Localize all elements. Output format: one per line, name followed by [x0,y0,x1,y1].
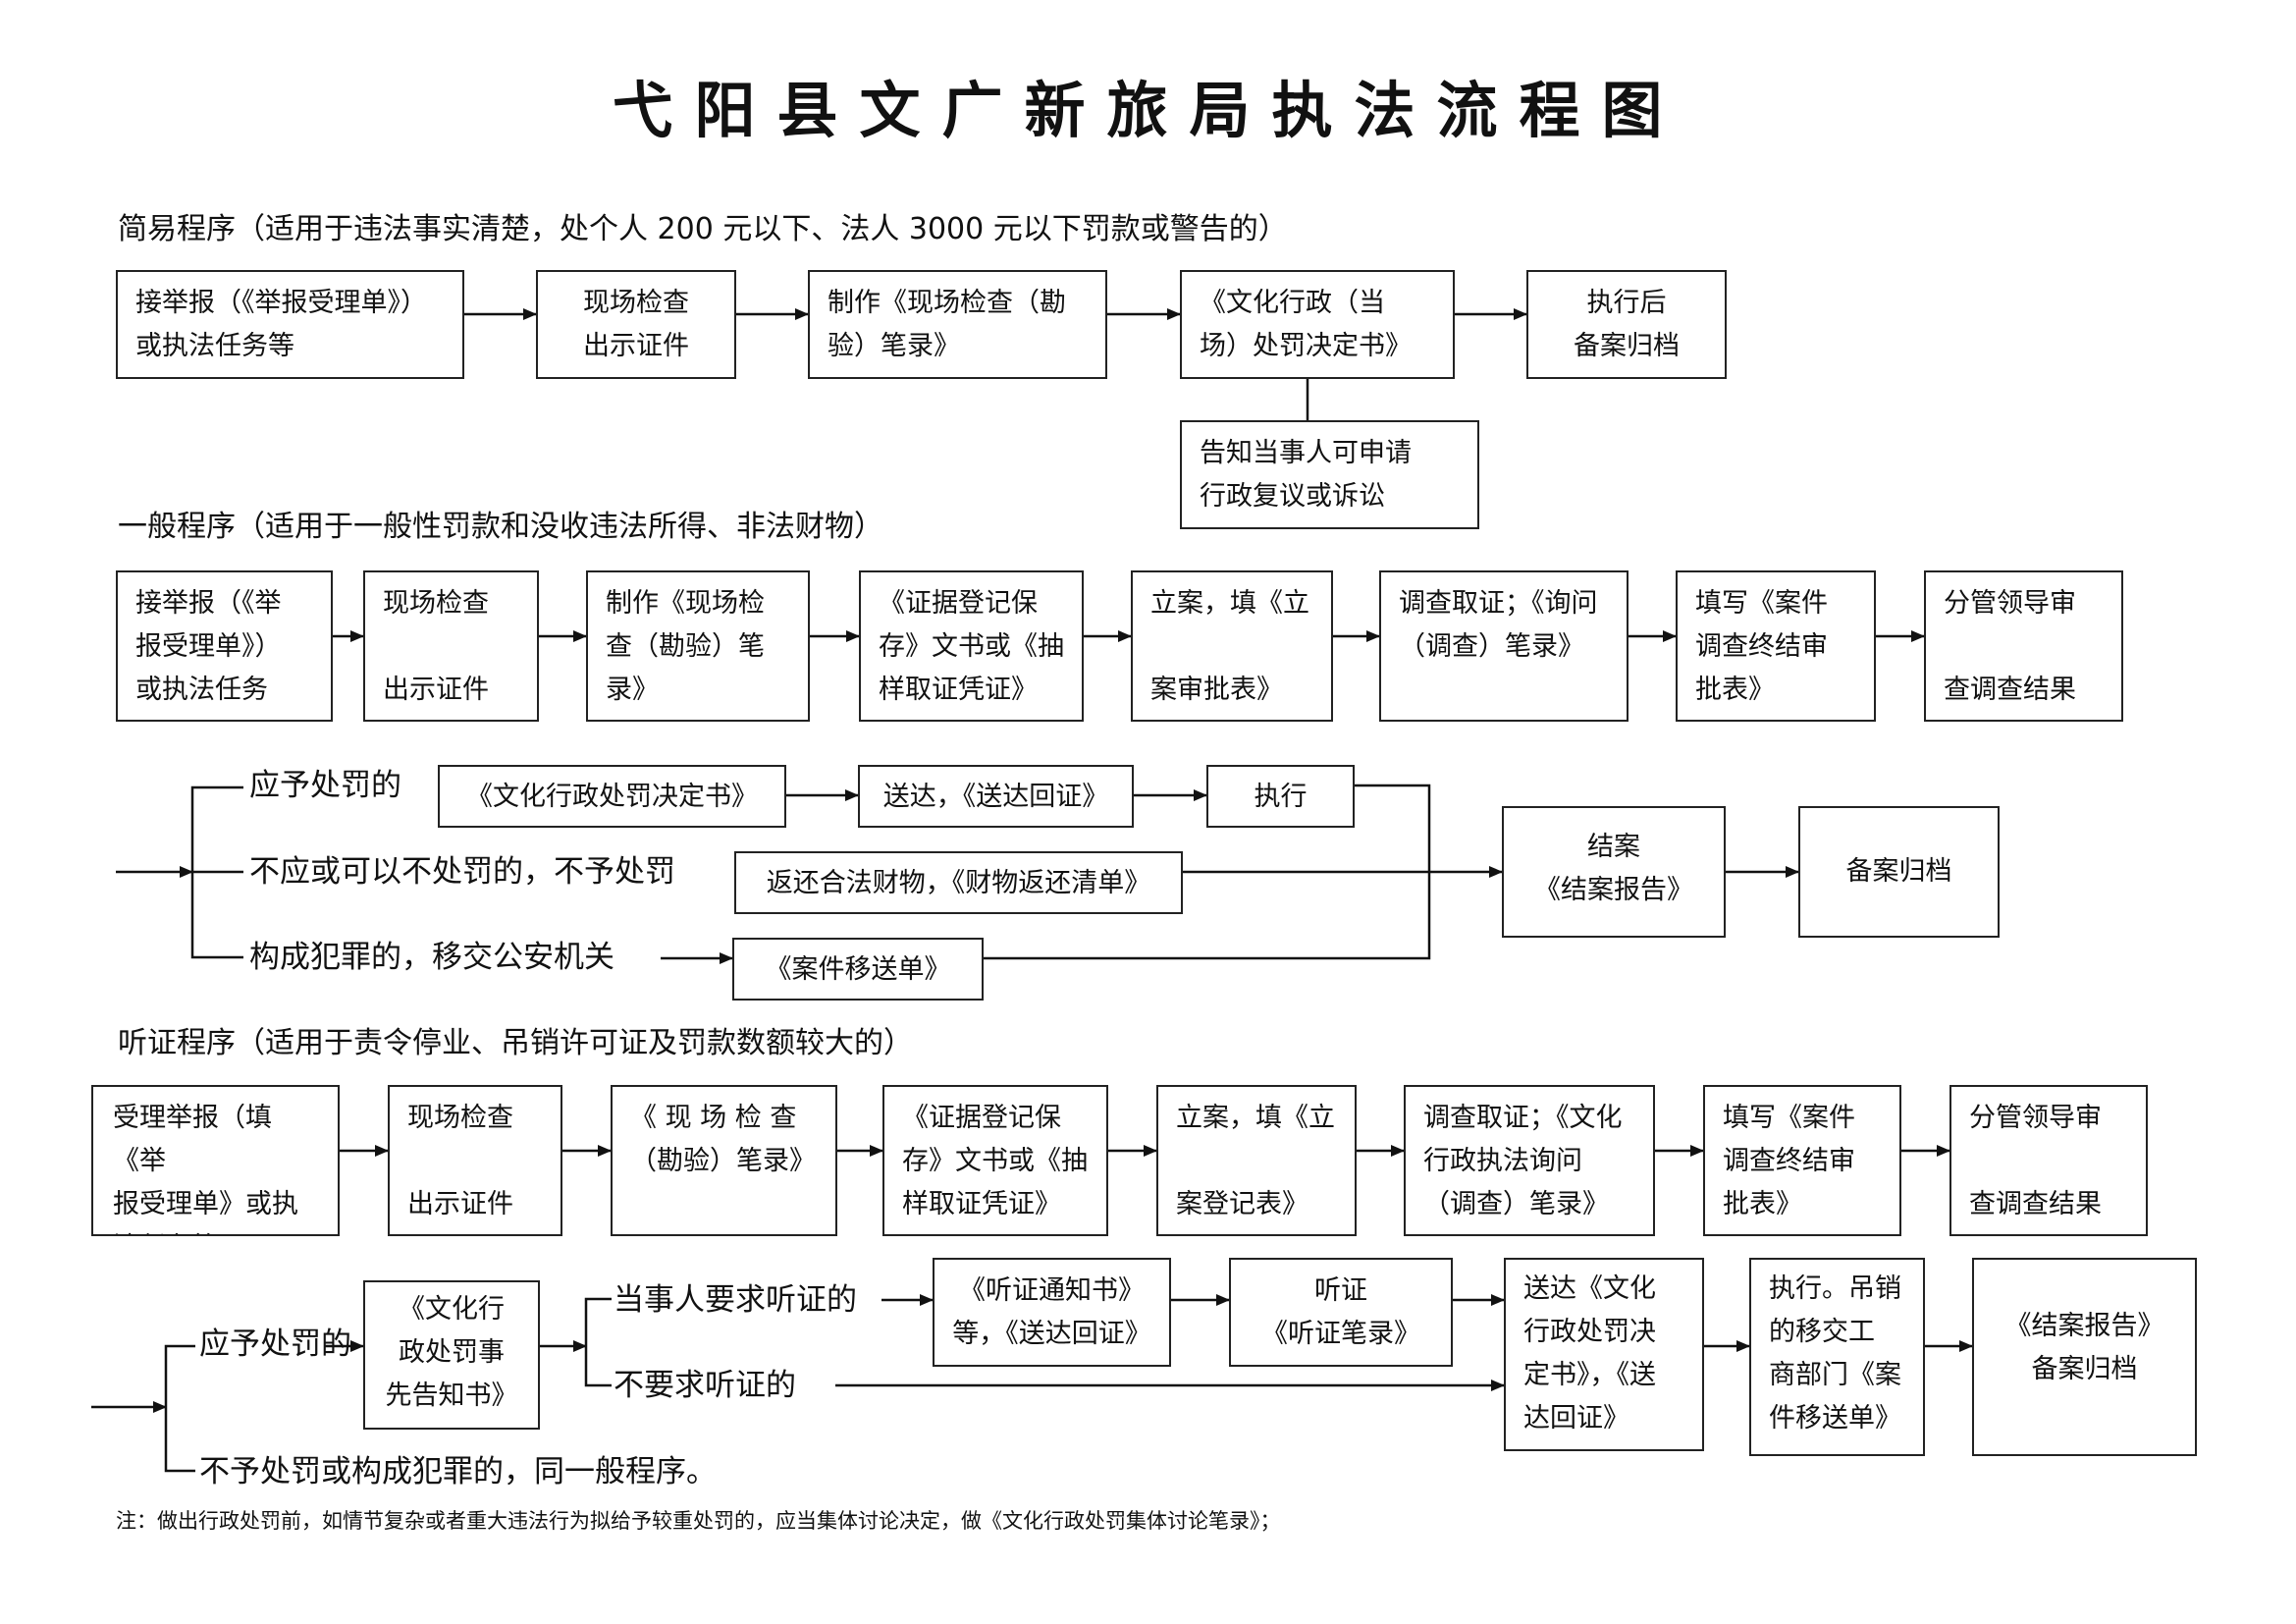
general-decision-document: 《文化行政处罚决定书》 [438,765,786,828]
general-return-property: 返还合法财物，《财物返还清单》 [734,851,1183,914]
simple-step-notify-rights: 告知当事人可申请行政复议或诉讼 [1180,420,1479,529]
general-step-evidence: 《证据登记保存》文书或《抽样取证凭证》 [859,570,1084,722]
general-step-inspection: 现场检查 出示证件 [363,570,539,722]
hearing-branch-requested: 当事人要求听证的 [614,1282,857,1318]
general-close-case: 结案《结案报告》 [1502,806,1726,938]
hearing-procedure-heading: 听证程序（适用于责令停业、吊销许可证及罚款数额较大的） [118,1026,913,1060]
general-delivery: 送达，《送达回证》 [858,765,1134,828]
general-step-file-case: 立案，填《立 案审批表》 [1131,570,1333,722]
hearing-branch-bracket [164,1344,195,1473]
general-step-investigation: 调查取证；《询问（调查）笔录》 [1379,570,1629,722]
general-branch-no-punish: 不应或可以不处罚的，不予处罚 [249,854,675,890]
hearing-step-leader-review: 分管领导审 查调查结果 [1949,1085,2148,1236]
hearing-final-report: 《结案报告》备案归档 [1972,1258,2197,1456]
simple-step-decision: 《文化行政（当场）处罚决定书》 [1180,270,1455,379]
general-step-leader-review: 分管领导审 查调查结果 [1924,570,2123,722]
general-step-record: 制作《现场检查（勘验）笔录》 [586,570,810,722]
hearing-branch-not-requested: 不要求听证的 [614,1368,796,1403]
hearing-step-investigation: 调查取证；《文化行政执法询问（调查）笔录》 [1404,1085,1655,1236]
hearing-step-final-review-form: 填写《案件调查终结审批表》 [1703,1085,1901,1236]
hearing-step-record: 《 现 场 检 查（勘验）笔录》 [611,1085,837,1236]
hearing-execute-revoke: 执行。吊销的移交工商部门《案件移送单》 [1749,1258,1925,1456]
general-branch-crime: 构成犯罪的，移交公安机关 [249,940,614,975]
hearing-step-report: 受理举报（填《举报受理单》或执法任务等 [91,1085,340,1236]
hearing-notification: 《听证通知书》等，《送达回证》 [933,1258,1171,1367]
page-title: 弋阳县文广新旅局执法流程图 [612,75,1684,146]
simple-procedure-heading: 简易程序（适用于违法事实清楚，处个人 200 元以下、法人 3000 元以下罚款… [118,212,1288,246]
hearing-branch-no-punish: 不予处罚或构成犯罪的，同一般程序。 [199,1454,717,1489]
general-procedure-heading: 一般程序（适用于一般性罚款和没收违法所得、非法财物） [118,510,883,544]
hearing-step-inspection: 现场检查 出示证件 [388,1085,562,1236]
simple-step-record: 制作《现场检查（勘验）笔录》 [808,270,1107,379]
general-step-final-review-form: 填写《案件调查终结审批表》 [1676,570,1876,722]
hearing-deliver-decision: 送达《文化行政处罚决定书》，《送达回证》 [1504,1258,1704,1451]
general-branch-punish: 应予处罚的 [249,768,401,803]
simple-step-report: 接举报（《举报受理单》）或执法任务等 [116,270,464,379]
hearing-prior-notice: 《文化行政处罚事先告知书》 [363,1280,540,1430]
hearing-step-file-case: 立案，填《立 案登记表》 [1156,1085,1357,1236]
hearing-session: 听证《听证笔录》 [1229,1258,1453,1367]
general-step-report: 接举报（《举报受理单》）或执法任务 [116,570,333,722]
hearing-step-evidence: 《证据登记保存》文书或《抽样取证凭证》 [882,1085,1108,1236]
general-case-transfer: 《案件移送单》 [732,938,984,1001]
simple-step-inspection: 现场检查出示证件 [536,270,736,379]
general-archive: 备案归档 [1798,806,2000,938]
general-execute: 执行 [1206,765,1355,828]
footnote: 注：做出行政处罚前，如情节复杂或者重大违法行为拟给予较重处罚的，应当集体讨论决定… [116,1509,1281,1533]
simple-step-archive: 执行后备案归档 [1526,270,1727,379]
hearing-branch-punish: 应予处罚的 [199,1326,351,1362]
hearing-split-bracket [584,1297,612,1387]
